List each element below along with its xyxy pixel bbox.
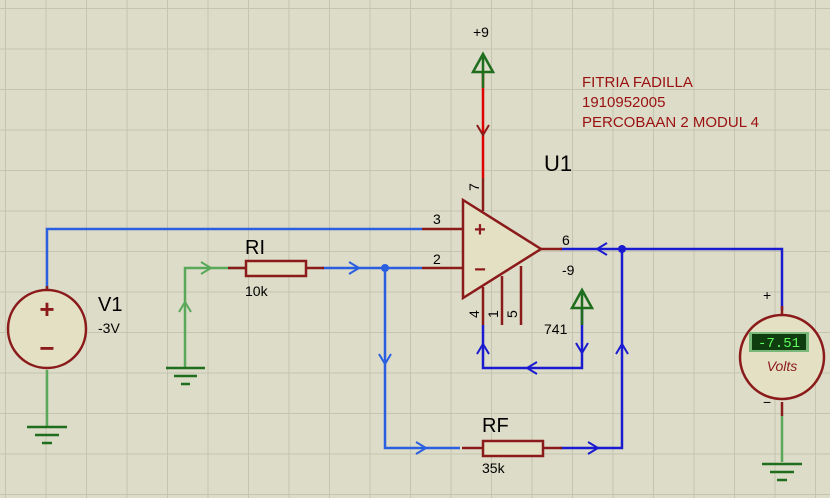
ground-symbol — [762, 462, 802, 482]
ri-value: 10k — [245, 283, 269, 299]
wire-vneg — [481, 308, 584, 370]
note-experiment: PERCOBAAN 2 MODUL 4 — [582, 114, 759, 131]
vpos-terminal[interactable] — [470, 51, 496, 88]
wire-node-to-rf — [383, 268, 460, 450]
note-name: FITRIA FADILLA — [582, 74, 693, 91]
flow-arrow — [200, 261, 213, 275]
pin-7-label: 7 — [466, 183, 482, 191]
ri-ref: RI — [245, 237, 265, 259]
opamp-plus-sign: + — [474, 219, 486, 241]
pin-2-label: 2 — [433, 251, 441, 267]
voltmeter[interactable]: -7.51 Volts — [738, 313, 826, 401]
ri-resistor[interactable] — [228, 259, 324, 278]
pin-6-label: 6 — [562, 232, 570, 248]
flow-arrow — [575, 342, 589, 355]
flow-arrow — [525, 361, 538, 375]
wire-rf-to-output — [560, 249, 624, 450]
flow-arrow — [615, 342, 629, 355]
v1-value: -3V — [98, 320, 120, 336]
pin-5-label: 5 — [504, 310, 520, 318]
opamp-minus-sign: − — [474, 259, 486, 281]
v1-minus-sign: − — [39, 333, 54, 363]
voltmeter-minus-label: − — [763, 394, 771, 410]
opamp-model: 741 — [544, 321, 568, 337]
flow-arrow — [178, 300, 192, 313]
wire-ri-ground — [183, 266, 245, 368]
voltmeter-plus-label: + — [763, 287, 771, 303]
ground-symbol — [166, 366, 205, 386]
rf-ref: RF — [482, 415, 509, 437]
pin-3-label: 3 — [433, 211, 441, 227]
flow-arrow — [348, 261, 361, 275]
flow-arrow — [415, 441, 428, 455]
rf-value: 35k — [482, 460, 506, 476]
flow-arrow — [476, 124, 490, 137]
vneg-terminal[interactable] — [569, 287, 595, 325]
flow-arrow — [595, 242, 608, 256]
voltmeter-reading: -7.51 — [758, 336, 800, 352]
opamp-ref: U1 — [544, 151, 572, 176]
junction-dot — [381, 264, 389, 272]
voltmeter-screen — [752, 334, 806, 350]
wire-output-to-meter — [560, 247, 784, 310]
flow-arrow — [378, 353, 392, 366]
junction-dot — [618, 245, 626, 253]
pin-1-label: 1 — [485, 310, 501, 318]
v1-plus-sign: + — [39, 294, 54, 324]
voltmeter-unit: Volts — [767, 358, 798, 374]
flow-arrow — [476, 342, 490, 355]
vneg-label: -9 — [562, 262, 575, 278]
vpos-label: +9 — [473, 24, 489, 40]
ground-symbol — [27, 425, 67, 445]
rf-resistor[interactable] — [462, 439, 562, 458]
pin-4-label: 4 — [466, 310, 482, 318]
v1-source[interactable]: + − — [6, 288, 88, 370]
flow-arrow — [587, 441, 600, 455]
opamp-u1[interactable]: + − — [422, 178, 562, 325]
note-id: 1910952005 — [582, 94, 665, 111]
v1-ref: V1 — [98, 294, 122, 316]
wire-v1-to-pin3 — [45, 227, 422, 290]
